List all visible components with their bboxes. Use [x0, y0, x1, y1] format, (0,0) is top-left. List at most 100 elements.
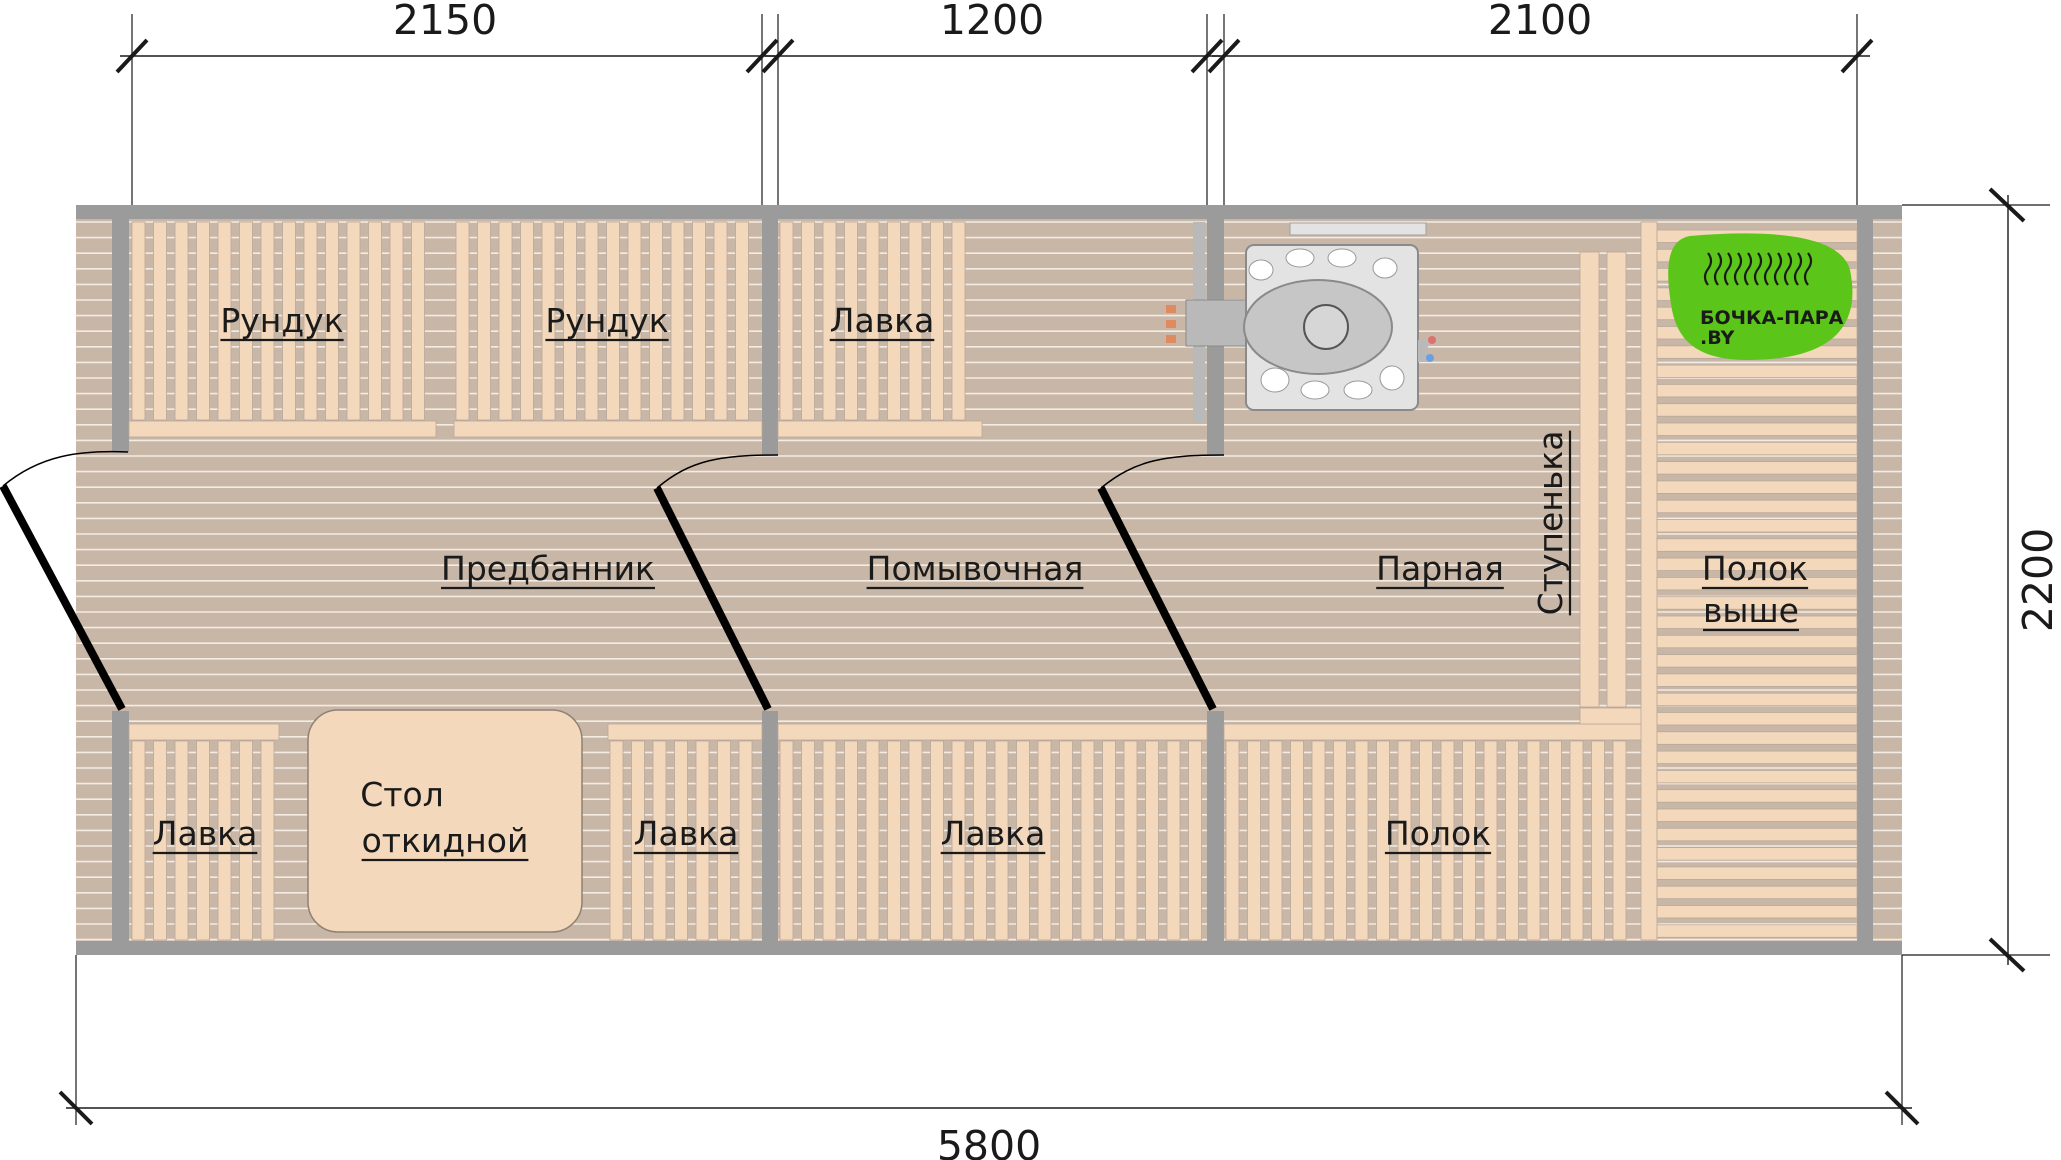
label-rundyk-2: Рундук — [545, 301, 668, 340]
bench-slat — [477, 221, 491, 421]
step-board — [1606, 251, 1627, 708]
bench-lavka-bottom-left — [131, 740, 275, 941]
bench-slat — [1016, 740, 1030, 941]
bench-slat — [631, 740, 645, 941]
label-table-1: Стол — [360, 775, 444, 814]
partition-1-bottom — [762, 711, 778, 942]
bench-slat — [1397, 740, 1412, 941]
bench-slat — [1569, 740, 1584, 941]
logo-line1: БОЧКА-ПАРА — [1700, 307, 1844, 329]
bench-slat — [1656, 808, 1858, 822]
bench-slat — [692, 221, 706, 421]
bench-slat — [1656, 789, 1858, 803]
bench-slat — [196, 740, 210, 941]
bench-slat — [1656, 596, 1858, 610]
bench-slat — [1462, 740, 1476, 941]
bench-slat — [1656, 441, 1858, 456]
stove — [1166, 222, 1436, 422]
label-polok-vyshe-1: Полок — [1702, 549, 1808, 588]
bench-slat — [1656, 885, 1858, 900]
bench-slat — [674, 740, 688, 941]
bench-slat — [217, 740, 232, 941]
bench-slat — [1333, 740, 1347, 941]
bench-slat — [239, 221, 253, 421]
bench-slat — [1612, 740, 1627, 941]
partition-right — [1857, 218, 1873, 942]
bench-slat — [541, 221, 556, 421]
bench-slat — [1656, 654, 1858, 668]
bench-slat — [584, 221, 599, 421]
bench-slat — [738, 740, 753, 941]
bench-slat — [1188, 740, 1202, 941]
bench-slat — [951, 740, 966, 941]
bench-slat — [713, 221, 728, 421]
bench-slat — [563, 221, 577, 421]
bench-slat — [1656, 731, 1858, 745]
partition-2-bottom — [1207, 711, 1224, 942]
folding-table — [307, 709, 583, 933]
bench-slat — [1656, 770, 1858, 784]
bench-slat — [1656, 461, 1858, 475]
label-stupenka: Ступенька — [1531, 431, 1570, 616]
bench-rail — [777, 723, 1208, 741]
bench-slat — [1419, 740, 1433, 941]
door-steam — [1097, 486, 1217, 711]
bench-slat — [1656, 712, 1858, 726]
bench-slat — [153, 740, 167, 941]
bench-slat — [1290, 740, 1304, 941]
door-wash — [653, 486, 772, 711]
dim-top-2: 1200 — [940, 0, 1044, 44]
door-entrance — [0, 484, 126, 711]
bench-lavka-bottom-mid — [609, 740, 753, 941]
bench-slat — [1354, 740, 1369, 941]
partition-left-top — [112, 218, 129, 452]
bench-slat — [174, 221, 189, 421]
bench-rundyk-1 — [131, 221, 425, 421]
bench-slat — [822, 221, 837, 421]
bench-slat — [1591, 740, 1605, 941]
bench-slat — [368, 221, 382, 421]
bench-slat — [520, 221, 534, 421]
dim-bottom: 5800 — [937, 1122, 1041, 1160]
bench-rail — [453, 420, 763, 438]
bench-slat — [865, 221, 880, 421]
bench-slat — [411, 221, 425, 421]
label-parnaya: Парная — [1376, 549, 1504, 588]
bench-slat — [930, 221, 944, 421]
bench-slat — [153, 221, 167, 421]
bench-slat — [951, 221, 966, 421]
dimension-lines — [58, 14, 2050, 1126]
bench-slat — [1505, 740, 1519, 941]
bench-slat — [1526, 740, 1541, 941]
bench-slat — [1656, 403, 1858, 417]
bench-rail — [777, 420, 983, 438]
step-board — [1579, 251, 1600, 708]
bench-slat — [131, 740, 146, 941]
bench-polok-vyshe — [1656, 229, 1858, 938]
bench-slat — [1656, 924, 1858, 938]
bench-slat — [1102, 740, 1116, 941]
bench-slat — [1225, 740, 1240, 941]
bench-slat — [908, 740, 923, 941]
logo: БОЧКА-ПАРА .BY — [1668, 233, 1853, 360]
bench-lavka-top — [779, 221, 966, 421]
bench-slat — [1656, 615, 1858, 629]
bench-slat — [1656, 499, 1858, 514]
bench-slat — [196, 221, 210, 421]
bench-slat — [1123, 740, 1138, 941]
bench-slat — [844, 740, 858, 941]
bench-slat — [801, 221, 815, 421]
bench-slat — [609, 740, 624, 941]
bench-slat — [1656, 750, 1858, 764]
wall-bottom — [76, 941, 1902, 955]
label-polok-vyshe-2: выше — [1703, 591, 1799, 630]
bench-slat — [930, 740, 944, 941]
label-predbannik: Предбанник — [441, 549, 655, 588]
bench-slat — [652, 740, 667, 941]
bench-slat — [1656, 557, 1858, 571]
bench-slat — [1656, 847, 1858, 861]
upper-shelf-side — [1640, 221, 1658, 941]
doors — [0, 450, 1225, 711]
